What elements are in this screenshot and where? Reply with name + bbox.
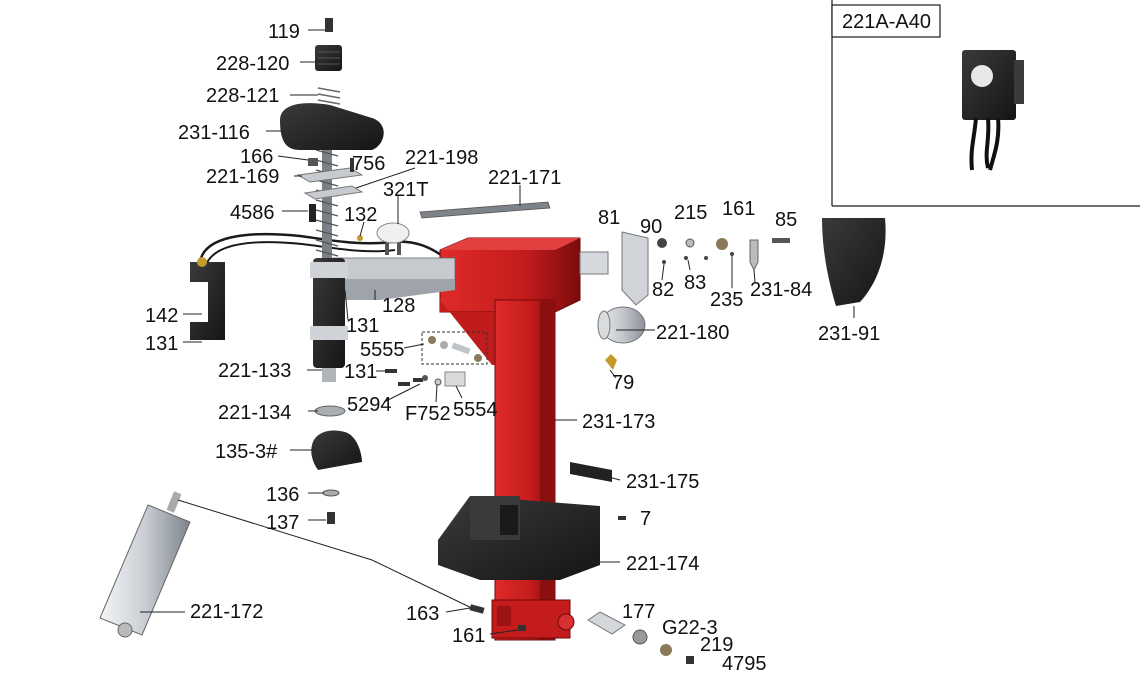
inset-title-box — [831, 4, 941, 38]
label-221-174: 221-174 — [626, 553, 699, 575]
label-163: 163 — [406, 603, 439, 625]
label-221-172: 221-172 — [190, 601, 263, 623]
label-85: 85 — [775, 209, 797, 231]
base-housing-part — [438, 496, 600, 580]
label-221-171: 221-171 — [488, 167, 561, 189]
main-column-part — [439, 237, 581, 641]
motor-part — [597, 306, 646, 344]
pedal-cover-part — [822, 218, 886, 306]
label-4586: 4586 — [230, 202, 275, 224]
lower-shaft-parts — [311, 405, 362, 524]
rod-part — [419, 201, 551, 219]
label-90: 90 — [640, 216, 662, 238]
label-231-116: 231-116 — [178, 122, 250, 144]
label-83: 83 — [684, 272, 706, 294]
bottom-parts — [469, 604, 694, 664]
label-4795: 4795 — [722, 653, 767, 675]
dashed-group-box — [421, 331, 488, 365]
label-82: 82 — [652, 279, 674, 301]
label-321T: 321T — [383, 179, 429, 201]
label-132: 132 — [344, 204, 377, 226]
label-756: 756 — [352, 153, 385, 175]
label-137: 137 — [266, 512, 299, 534]
bracket-part — [190, 257, 225, 340]
label-235: 235 — [710, 289, 743, 311]
inset-panel: 221A-A40 — [831, 0, 1140, 207]
label-221-169: 221-169 — [206, 166, 279, 188]
label-7: 7 — [640, 508, 651, 530]
small-parts-cluster — [385, 331, 488, 387]
horizontal-arm — [332, 251, 609, 300]
part-labels: 119 228-120 228-121 231-116 166 756 221-… — [145, 21, 880, 675]
label-231-91: 231-91 — [818, 323, 880, 345]
label-131-mid: 131 — [346, 315, 379, 337]
pedal-parts — [621, 231, 790, 306]
label-81: 81 — [598, 207, 620, 229]
label-131-lower: 131 — [344, 361, 377, 383]
label-221-134: 221-134 — [218, 402, 291, 424]
air-cylinder-part — [99, 491, 481, 638]
label-228-121: 228-121 — [206, 85, 279, 107]
label-228-120: 228-120 — [216, 53, 289, 75]
label-221-133: 221-133 — [218, 360, 291, 382]
label-79: 79 — [612, 372, 634, 394]
label-5294: 5294 — [347, 394, 392, 416]
label-231-173: 231-173 — [582, 411, 655, 433]
label-5554: 5554 — [453, 399, 498, 421]
shaft-top-parts — [280, 18, 410, 255]
label-161-bottom: 161 — [452, 625, 485, 647]
label-135-3: 135-3# — [215, 441, 278, 463]
label-128: 128 — [382, 295, 415, 317]
leader-lines — [140, 29, 855, 635]
label-142: 142 — [145, 305, 178, 327]
label-F752: F752 — [405, 403, 451, 425]
label-221-180: 221-180 — [656, 322, 729, 344]
elbow-fitting-part — [605, 354, 617, 370]
side-bracket-part — [570, 462, 626, 520]
inset-title: 221A-A40 — [842, 11, 931, 33]
valve-block-part — [962, 50, 1024, 171]
label-231-84: 231-84 — [750, 279, 812, 301]
label-G22-3: G22-3 — [662, 617, 718, 639]
label-215: 215 — [674, 202, 707, 224]
label-221-198: 221-198 — [405, 147, 478, 169]
label-136: 136 — [266, 484, 299, 506]
label-5555: 5555 — [360, 339, 405, 361]
label-119: 119 — [268, 21, 300, 43]
label-219: 219 — [700, 634, 733, 656]
label-166: 166 — [240, 146, 273, 168]
label-161-top: 161 — [722, 198, 755, 220]
label-231-175: 231-175 — [626, 471, 699, 493]
label-131-left: 131 — [145, 333, 178, 355]
label-177: 177 — [622, 601, 655, 623]
